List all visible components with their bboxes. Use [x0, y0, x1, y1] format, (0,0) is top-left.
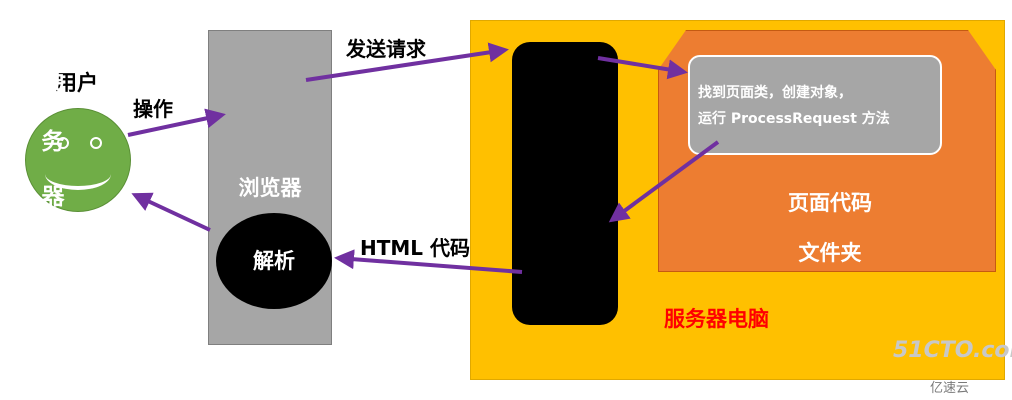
watermark-brand: 亿速云 [930, 381, 970, 396]
operate-label: 操作 [133, 97, 173, 121]
browser-label: 浏览器 [238, 176, 302, 200]
html-code-label: HTML 代码 [360, 236, 470, 260]
arrow-folder-to-server [608, 140, 720, 223]
folder-label-line1: 页面代码 [788, 191, 872, 215]
server-software-char: 服 [41, 73, 65, 99]
arrow-parse-to-user [131, 192, 211, 232]
smiley-left-eye [57, 137, 69, 149]
server-software-block [512, 42, 618, 325]
watermark-51cto: 51CTO.com [893, 338, 1012, 363]
server-software-char: 器 [41, 184, 65, 210]
smiley-mouth [45, 158, 111, 190]
server-software-char: 务 [41, 129, 65, 155]
user-smiley-icon [25, 108, 131, 212]
server-software-char: 软 [41, 237, 65, 263]
find-page-class-line2: 运行 ProcessRequest 方法 [698, 111, 890, 127]
arrow-user-to-browser [127, 108, 226, 137]
folder-label-line2: 文件夹 [798, 241, 862, 265]
arrow-server-to-parse [334, 249, 523, 274]
server-computer-label: 服务器电脑 [664, 307, 769, 331]
send-request-label: 发送请求 [346, 37, 426, 61]
user-label: 用户 [56, 71, 98, 95]
parse-ellipse [216, 213, 332, 309]
find-page-class-box [688, 55, 942, 155]
arrow-server-to-folder [597, 56, 688, 80]
server-software-char: 件 [41, 291, 65, 317]
smiley-right-eye [90, 137, 102, 149]
arrow-browser-to-server [305, 42, 509, 82]
parse-label: 解析 [253, 249, 295, 273]
find-page-class-line1: 找到页面类，创建对象， [698, 85, 852, 101]
